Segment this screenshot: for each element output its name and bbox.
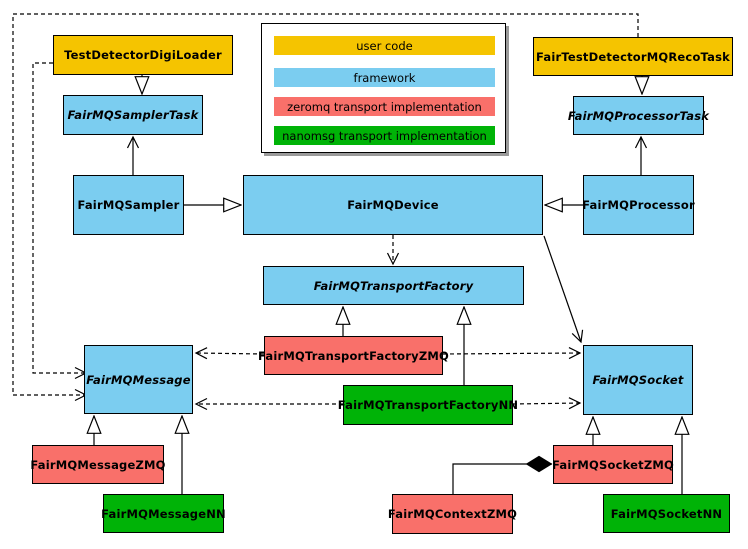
class-fairmq-socket: FairMQSocket bbox=[583, 345, 693, 415]
legend-item-framework: framework bbox=[274, 68, 495, 87]
class-fairmq-socket-zmq: FairMQSocketZMQ bbox=[552, 445, 674, 484]
class-fairmq-message: FairMQMessage bbox=[84, 345, 193, 414]
edge-factorynn-to-socket bbox=[512, 397, 582, 410]
class-fairmq-processor: FairMQProcessor bbox=[582, 175, 695, 235]
class-fairmq-processor-task: FairMQProcessorTask bbox=[568, 96, 709, 135]
class-fairmq-device: FairMQDevice bbox=[243, 175, 543, 235]
class-fair-test-detector-mq-reco-task: FairTestDetectorMQRecoTask bbox=[533, 37, 733, 76]
edge-recotask-to-message bbox=[12, 13, 639, 402]
legend: user code framework zeromq transport imp… bbox=[261, 23, 506, 153]
legend-item-nanomsg: nanomsg transport implementation bbox=[274, 126, 495, 145]
edge-digiloader-to-message bbox=[32, 62, 88, 380]
class-fairmq-context-zmq: FairMQContextZMQ bbox=[388, 494, 517, 534]
class-fairmq-transport-factory: FairMQTransportFactory bbox=[263, 266, 524, 305]
edge-factoryzmq-to-socket bbox=[442, 347, 582, 360]
class-fairmq-sampler-task: FairMQSamplerTask bbox=[63, 95, 203, 135]
class-fairmq-message-nn: FairMQMessageNN bbox=[101, 494, 226, 533]
legend-item-user-code: user code bbox=[274, 36, 495, 55]
edge-device-to-socket bbox=[543, 235, 584, 344]
edge-contextzmq-to-socketzmq bbox=[452, 464, 552, 494]
class-fairmq-sampler: FairMQSampler bbox=[73, 175, 184, 235]
class-fairmq-message-zmq: FairMQMessageZMQ bbox=[30, 445, 165, 484]
edge-factoryzmq-to-message bbox=[194, 347, 265, 360]
class-fairmq-transport-factory-zmq: FairMQTransportFactoryZMQ bbox=[258, 336, 449, 375]
legend-item-zeromq: zeromq transport implementation bbox=[274, 97, 495, 116]
class-fairmq-transport-factory-nn: FairMQTransportFactoryNN bbox=[338, 385, 518, 425]
class-test-detector-digi-loader: TestDetectorDigiLoader bbox=[53, 35, 233, 75]
class-fairmq-socket-nn: FairMQSocketNN bbox=[603, 494, 730, 533]
